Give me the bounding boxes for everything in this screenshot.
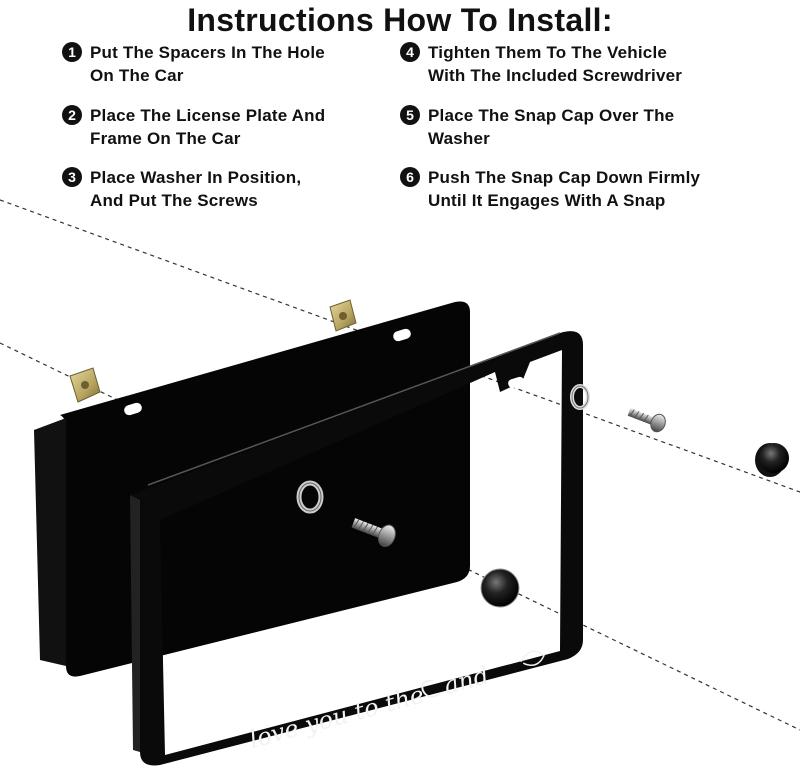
- step-line: On The Car: [90, 66, 184, 85]
- step-line: With The Included Screwdriver: [428, 66, 683, 85]
- spacer-left-icon: [69, 367, 101, 403]
- step-number-badge: 2: [62, 105, 82, 125]
- step-4: 4 Tighten Them To The Vehicle With The I…: [400, 41, 682, 87]
- step-5: 5 Place The Snap Cap Over The Washer: [400, 104, 674, 150]
- license-plate-frame: [130, 331, 583, 766]
- step-number-badge: 4: [400, 42, 420, 62]
- step-line: Washer: [428, 129, 490, 148]
- frame-mount-hole: [508, 376, 525, 389]
- frame-inscription-text: love you to the: [246, 681, 427, 755]
- step-number-badge: 6: [400, 167, 420, 187]
- step-text: Put The Spacers In The Hole On The Car: [90, 41, 325, 87]
- moon-icon: [421, 679, 441, 698]
- snap-cap-frame-icon: [480, 568, 520, 608]
- step-number-badge: 3: [62, 167, 82, 187]
- step-line: Until It Engages With A Snap: [428, 191, 666, 210]
- step-2: 2 Place The License Plate And Frame On T…: [62, 104, 325, 150]
- plate-mount-hole: [124, 402, 142, 416]
- step-line: Frame On The Car: [90, 129, 241, 148]
- screw-left-icon: [351, 518, 396, 547]
- step-line: Place Washer In Position,: [90, 168, 302, 187]
- step-line: And Put The Screws: [90, 191, 258, 210]
- step-text: Place The License Plate And Frame On The…: [90, 104, 325, 150]
- snap-cap-icon: [755, 443, 789, 477]
- plate-mount-hole: [393, 328, 411, 342]
- license-plate: [60, 301, 470, 677]
- screw-right-icon: [627, 408, 666, 433]
- washer-left-icon: [296, 480, 324, 514]
- step-number-badge: 1: [62, 42, 82, 62]
- step-3: 3 Place Washer In Position, And Put The …: [62, 166, 301, 212]
- step-line: Place The Snap Cap Over The: [428, 106, 675, 125]
- washer-right-icon: [570, 384, 590, 410]
- page-title: Instructions How To Install:: [187, 2, 613, 38]
- heart-icon: [520, 650, 545, 666]
- frame-edge: [130, 495, 140, 752]
- step-text: Place The Snap Cap Over The Washer: [428, 104, 674, 150]
- step-text: Tighten Them To The Vehicle With The Inc…: [428, 41, 682, 87]
- frame-inscription: love you to the and: [246, 650, 545, 755]
- frame-highlight: [147, 332, 561, 486]
- step-number-badge: 5: [400, 105, 420, 125]
- step-text: Place Washer In Position, And Put The Sc…: [90, 166, 301, 212]
- step-text: Push The Snap Cap Down Firmly Until It E…: [428, 166, 700, 212]
- spacer-right-icon: [329, 299, 357, 332]
- step-6: 6 Push The Snap Cap Down Firmly Until It…: [400, 166, 700, 212]
- step-line: Place The License Plate And: [90, 106, 326, 125]
- step-line: Push The Snap Cap Down Firmly: [428, 168, 701, 187]
- frame-inscription-tail: and: [441, 661, 492, 700]
- step-line: Tighten Them To The Vehicle: [428, 43, 668, 62]
- plate-edge: [34, 418, 66, 666]
- step-line: Put The Spacers In The Hole: [90, 43, 325, 62]
- step-1: 1 Put The Spacers In The Hole On The Car: [62, 41, 325, 87]
